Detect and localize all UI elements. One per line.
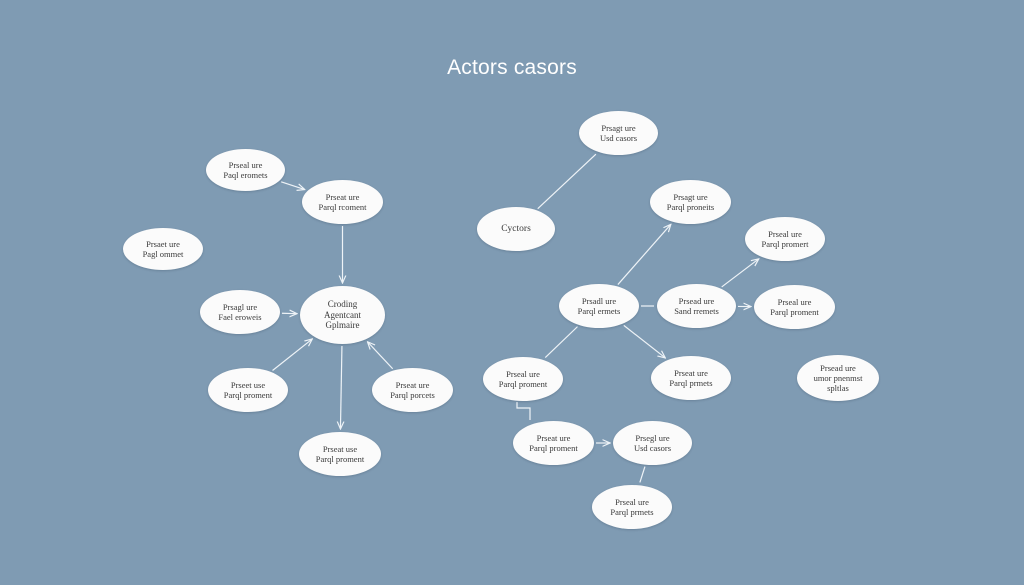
edge-n13-n16	[544, 326, 578, 359]
node-n19-line2: Parql proment	[529, 443, 578, 453]
edge-n10-n9	[537, 153, 597, 210]
node-n20-line2: Usd casors	[633, 443, 672, 453]
node-n6[interactable]: Prseet use Parql proment	[208, 368, 288, 412]
node-n3[interactable]: Prsaet ure Pagl ommet	[123, 228, 203, 270]
node-n15[interactable]: Prseal ure Parql proment	[754, 285, 835, 329]
node-n12-line1: Prseal ure	[768, 229, 802, 239]
node-n15-line2: Parql proment	[770, 307, 819, 317]
node-n18-line2: umor pnenmst	[813, 373, 863, 383]
edge-n6-center	[272, 339, 313, 371]
node-n16-line2: Parql proment	[498, 379, 548, 389]
node-n19-line1: Prseat ure	[536, 433, 571, 443]
node-n14[interactable]: Prsead ure Sand rremets	[657, 284, 736, 328]
node-n17-line1: Prseat ure	[674, 368, 708, 378]
edge-n20-n21	[639, 466, 646, 483]
edge-n13-n17	[623, 324, 666, 358]
node-n4[interactable]: Prsagl ure Fael eroweis	[200, 290, 280, 334]
node-center[interactable]: Croding Agentcant Gplmaire	[300, 286, 385, 344]
node-n7-line1: Prseat ure	[395, 380, 430, 390]
node-n9-line1: Prsagt ure	[601, 123, 636, 133]
node-n8[interactable]: Prseat use Parql proment	[299, 432, 381, 476]
node-n3-line1: Prsaet ure	[146, 239, 180, 249]
node-n4-line1: Prsagl ure	[222, 302, 258, 312]
node-n9-line2: Usd casors	[599, 133, 638, 143]
node-n19[interactable]: Prseat ure Parql proment	[513, 421, 594, 465]
node-n8-line2: Parql proment	[315, 454, 365, 464]
node-n1[interactable]: Prseal ure Paql eromets	[206, 149, 285, 191]
node-n17[interactable]: Prseat ure Parql prmets	[651, 356, 731, 400]
node-n13-line1: Prsadl ure	[581, 296, 617, 306]
node-n2[interactable]: Prseat ure Parql rcoment	[302, 180, 383, 224]
node-center-line2: Agentcant	[324, 309, 361, 320]
node-n12-line2: Parql promert	[761, 239, 809, 249]
node-n17-line2: Parql prmets	[669, 378, 713, 388]
edge-layer	[272, 153, 759, 483]
node-n16-line1: Prseal ure	[506, 369, 540, 379]
node-n20[interactable]: Prsegl ure Usd casors	[613, 421, 692, 465]
node-n14-line2: Sand rremets	[674, 306, 719, 316]
edge-center-n8	[340, 345, 341, 429]
node-n2-line1: Prseat ure	[325, 192, 360, 202]
node-n18-line1: Prsead ure	[820, 363, 856, 373]
node-n7[interactable]: Prseat ure Parql porcets	[372, 368, 453, 412]
node-n10[interactable]: Cyctors	[477, 207, 555, 251]
node-n6-line2: Parql proment	[223, 390, 273, 400]
node-center-line1: Croding	[327, 299, 358, 310]
node-n21[interactable]: Prseal ure Parql prmets	[592, 485, 672, 529]
node-n20-line1: Prsegl ure	[635, 433, 670, 443]
node-n13-line2: Parql ermets	[577, 306, 621, 316]
node-n13[interactable]: Prsadl ure Parql ermets	[559, 284, 639, 328]
edge-n1-n2	[280, 181, 305, 190]
node-n1-line1: Prseal ure	[228, 160, 263, 170]
edge-n13-n11	[617, 224, 671, 285]
node-n6-line1: Prseet use	[230, 380, 266, 390]
node-n14-line1: Prsead ure	[678, 296, 715, 306]
node-n11-line1: Prsagt ure	[673, 192, 708, 202]
node-n21-line2: Parql prmets	[610, 507, 654, 517]
edge-n14-n12	[721, 259, 759, 288]
edge-n16-n19	[516, 402, 531, 420]
node-n10-line1: Cyctors	[501, 224, 531, 234]
node-n4-line2: Fael eroweis	[218, 312, 262, 322]
node-n1-line2: Paql eromets	[223, 170, 268, 180]
node-n18[interactable]: Prsead ure umor pnenmst spltlas	[797, 355, 879, 401]
node-n15-line1: Prseal ure	[777, 297, 812, 307]
node-n2-line2: Parql rcoment	[318, 202, 367, 212]
edge-n7-center	[367, 342, 394, 370]
node-n11-line2: Parql proneits	[666, 202, 715, 212]
diagram-title: Actors casors	[447, 56, 577, 79]
node-n11[interactable]: Prsagt ure Parql proneits	[650, 180, 731, 224]
node-center-line3: Gplmaire	[325, 320, 360, 331]
node-n3-line2: Pagl ommet	[142, 249, 184, 259]
node-n16[interactable]: Prseal ure Parql proment	[483, 357, 563, 401]
node-n7-line2: Parql porcets	[390, 390, 435, 400]
node-n18-line3: spltlas	[827, 383, 849, 393]
node-n8-line1: Prseat use	[322, 444, 358, 454]
node-n12[interactable]: Prseal ure Parql promert	[745, 217, 825, 261]
node-n9[interactable]: Prsagt ure Usd casors	[579, 111, 658, 155]
node-n21-line1: Prseal ure	[615, 497, 649, 507]
